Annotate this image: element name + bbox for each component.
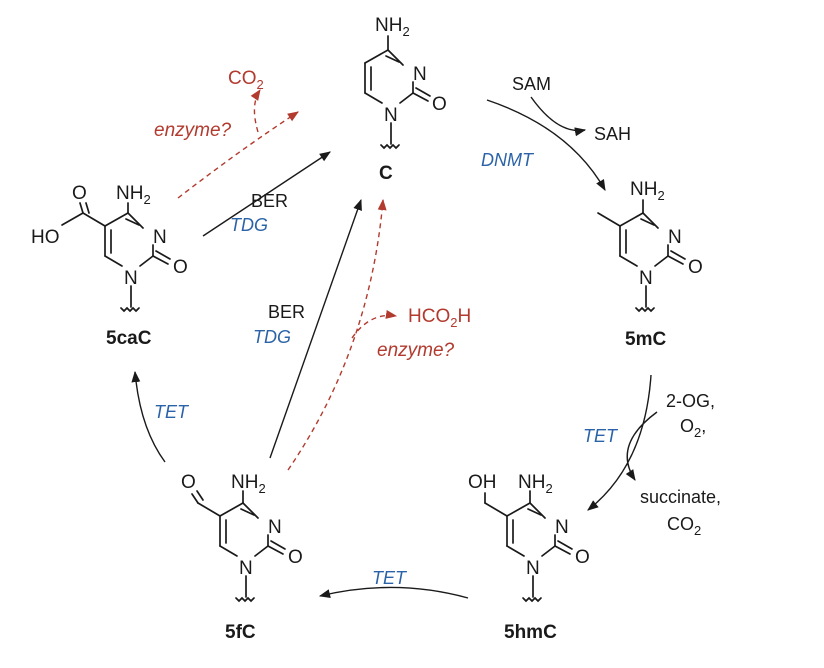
5hmc-name: 5hmC — [504, 622, 557, 643]
ber-5cac-arrow — [202, 151, 331, 237]
oxidation1-in-2-sub: 2 — [694, 425, 701, 440]
5hmc-n3-label: N — [555, 517, 569, 538]
oxidation1-arrow — [587, 374, 652, 511]
5mc-ring-bonds — [597, 199, 686, 313]
5fc-n3-label: N — [268, 517, 282, 538]
oxidation1-out-2: CO — [667, 514, 694, 534]
5cac-name: 5caC — [106, 328, 152, 349]
sam-sah-side-arrow — [530, 96, 587, 137]
c-n1-label: N — [384, 105, 398, 126]
5cac-nh2-label: NH — [116, 183, 143, 204]
5hmc-carbonyl-o-label: O — [575, 547, 590, 568]
ber-5cac-enzyme: TDG — [230, 215, 268, 235]
deformylation-product-sub: 2 — [450, 315, 457, 330]
deformylation-side-arrow — [351, 310, 398, 339]
ber-5fc-arrow — [269, 198, 362, 459]
oxidation1-out-2-sub: 2 — [694, 523, 701, 538]
svg-text:CO2: CO2 — [667, 514, 701, 538]
methylation-arrow — [486, 99, 606, 191]
5cac-n1-label: N — [124, 268, 138, 289]
svg-text:CO2: CO2 — [228, 68, 264, 92]
5hmc-nh2-sub: 2 — [545, 481, 552, 496]
compound-5cac: O HO NH2 N N O 5caC — [31, 183, 188, 349]
svg-text:O2,: O2, — [680, 416, 706, 440]
oxidation1-in-2-end: , — [701, 416, 706, 436]
deformylation-arrow — [287, 198, 387, 471]
oxidation1-side-arrow — [625, 411, 658, 481]
oxidation3-arrow — [131, 370, 166, 463]
c-nh2-sub: 2 — [402, 24, 409, 39]
decarboxylation-enzyme: enzyme? — [154, 120, 232, 141]
5fc-aldehyde-o-label: O — [181, 472, 196, 493]
decarboxylation-product: CO — [228, 68, 257, 89]
5cac-ho-label: HO — [31, 227, 60, 248]
5mc-nh2-label: NH — [630, 179, 657, 200]
svg-text:NH2: NH2 — [630, 179, 665, 203]
5hmc-oh-label: OH — [468, 472, 497, 493]
ber-5fc-enzyme: TDG — [253, 327, 291, 347]
methylation-enzyme: DNMT — [481, 150, 535, 170]
5mc-n3-label: N — [668, 227, 682, 248]
oxidation1-in-2: O — [680, 416, 694, 436]
methylation-cofactor-out: SAH — [594, 124, 631, 144]
ber-5fc-label: BER — [268, 302, 305, 322]
oxidation2-enzyme: TET — [372, 568, 408, 588]
5mc-name: 5mC — [625, 329, 666, 350]
5cac-ring-bonds — [61, 202, 171, 313]
oxidation3-enzyme: TET — [154, 402, 190, 422]
5cac-n3-label: N — [153, 227, 167, 248]
deformylation-product-end: H — [457, 306, 471, 327]
5mc-carbonyl-o-label: O — [688, 257, 703, 278]
c-carbonyl-o-label: O — [432, 94, 447, 115]
oxidation1-out-1: succinate, — [640, 487, 721, 507]
5fc-ring-bonds — [191, 490, 286, 603]
5hmc-ring-bonds — [484, 490, 573, 603]
decarboxylation-product-sub: 2 — [257, 77, 264, 92]
svg-text:NH2: NH2 — [375, 15, 410, 39]
oxidation2-arrow — [318, 586, 469, 599]
5fc-carbonyl-o-label: O — [288, 547, 303, 568]
5fc-name: 5fC — [225, 622, 256, 643]
5cac-nh2-sub: 2 — [143, 192, 150, 207]
compound-c: NH2 N N O C — [364, 15, 447, 184]
c-ring-bonds — [364, 35, 431, 150]
5cac-carbonyl-o-label: O — [173, 257, 188, 278]
svg-text:NH2: NH2 — [231, 472, 266, 496]
c-nh2-label: NH — [375, 15, 402, 36]
deformylation-enzyme: enzyme? — [377, 340, 455, 361]
svg-text:NH2: NH2 — [518, 472, 553, 496]
decarboxylation-arrow — [177, 111, 299, 199]
5fc-nh2-sub: 2 — [258, 481, 265, 496]
5mc-nh2-sub: 2 — [657, 188, 664, 203]
svg-text:HCO2H: HCO2H — [408, 306, 471, 330]
decarboxylation-side-arrow — [250, 89, 261, 133]
oxidation1-enzyme: TET — [583, 426, 619, 446]
5cac-acid-o-label: O — [72, 183, 87, 204]
5hmc-n1-label: N — [526, 558, 540, 579]
5fc-n1-label: N — [239, 558, 253, 579]
5hmc-nh2-label: NH — [518, 472, 545, 493]
compound-5fc: O NH2 N N O 5fC — [181, 472, 303, 643]
oxidation1-in-1: 2-OG, — [666, 391, 715, 411]
compound-5mc: NH2 N N O 5mC — [597, 179, 703, 350]
c-name: C — [379, 163, 393, 184]
compound-5hmc: OH NH2 N N O 5hmC — [468, 472, 590, 643]
svg-text:NH2: NH2 — [116, 183, 151, 207]
5mc-n1-label: N — [639, 268, 653, 289]
ber-5cac-label: BER — [251, 191, 288, 211]
deformylation-product: HCO — [408, 306, 450, 327]
5fc-nh2-label: NH — [231, 472, 258, 493]
c-n3-label: N — [413, 64, 427, 85]
methylation-cofactor-in: SAM — [512, 74, 551, 94]
